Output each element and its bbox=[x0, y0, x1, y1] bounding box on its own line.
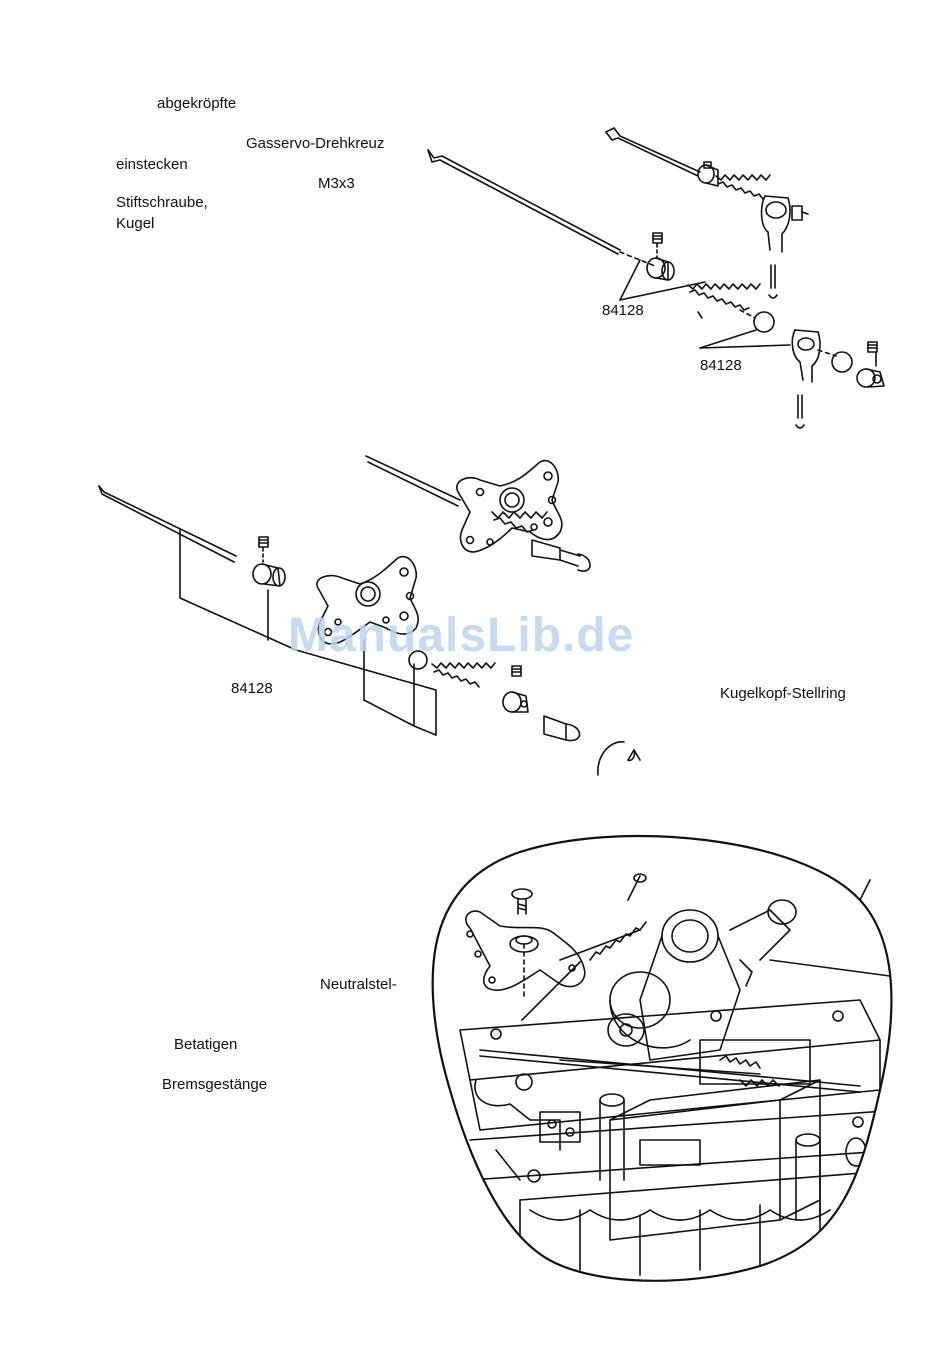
label-m3x3: M3x3 bbox=[318, 176, 355, 191]
label-part-84128-top1: 84128 bbox=[602, 303, 644, 318]
top-linkage-drawing bbox=[428, 128, 884, 428]
label-neutralstel: Neutralstel- bbox=[320, 977, 397, 992]
label-part-84128-mid: 84128 bbox=[231, 681, 273, 696]
engine-detail-drawing bbox=[433, 836, 900, 1281]
label-gasservo-drehkreuz: Gasservo-Drehkreuz bbox=[246, 136, 384, 151]
label-bremsgestaenge: Bremsgestänge bbox=[162, 1077, 267, 1092]
label-part-84128-top2: 84128 bbox=[700, 358, 742, 373]
label-einstecken: einstecken bbox=[116, 157, 188, 172]
watermark: ManualsLib.de bbox=[288, 608, 634, 663]
label-stiftschraube: Stiftschraube, bbox=[116, 195, 208, 210]
label-kugelkopf-stellring: Kugelkopf-Stellring bbox=[720, 686, 846, 701]
label-kugel: Kugel bbox=[116, 216, 154, 231]
label-betatigen: Betatigen bbox=[174, 1037, 237, 1052]
label-abgekroepfte: abgekröpfte bbox=[157, 96, 236, 111]
